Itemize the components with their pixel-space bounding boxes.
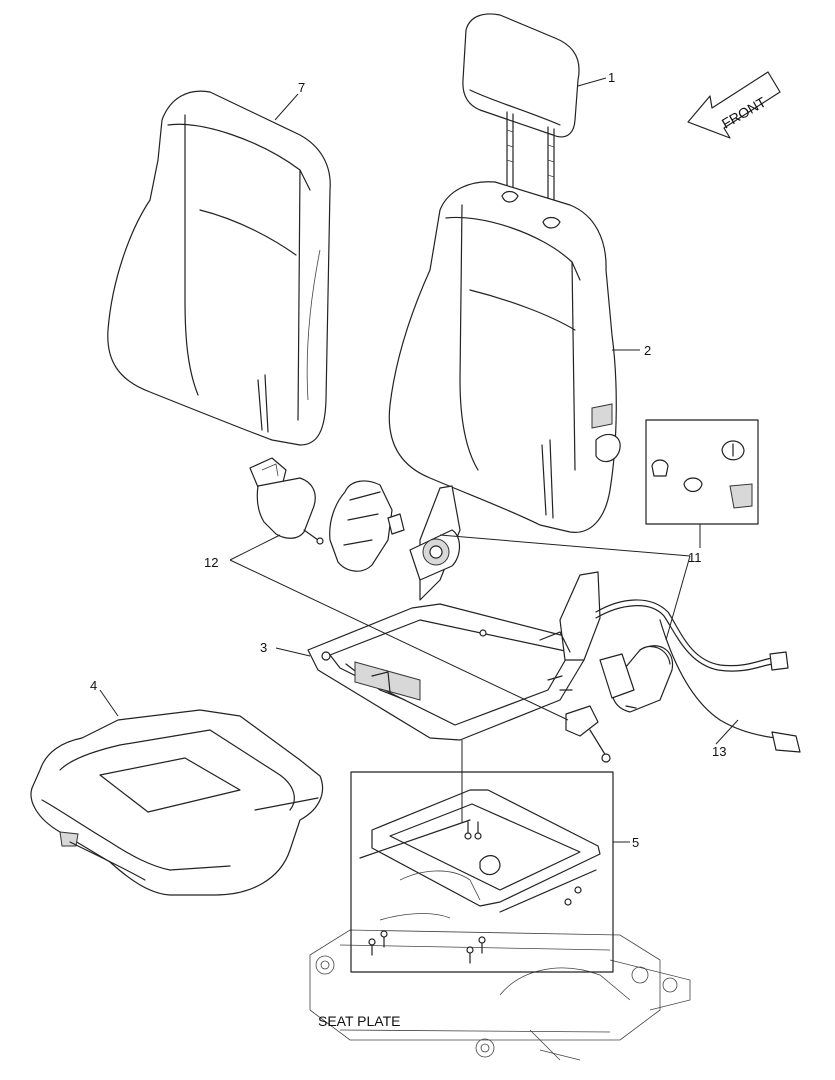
callout-5: 5 <box>632 835 639 850</box>
callout-4: 4 <box>90 678 97 693</box>
front-arrow: FRONT <box>687 71 781 139</box>
wire-harness <box>595 599 801 753</box>
belt-retractor <box>599 645 674 713</box>
seat-belt-buckle <box>249 457 324 545</box>
belt-tongue <box>565 705 611 763</box>
callout-13: 13 <box>712 744 726 759</box>
seat-frame <box>307 485 601 741</box>
callout-11: 11 <box>688 550 702 565</box>
recline-hinge <box>329 480 405 572</box>
leader-lines <box>99 77 739 843</box>
slide-rail-box <box>350 771 614 973</box>
headrest <box>462 13 580 217</box>
seat-back <box>388 181 621 533</box>
seat-plate-caption: SEAT PLATE <box>318 1013 400 1029</box>
callouts: 1 7 2 11 12 3 4 13 5 <box>90 70 726 850</box>
callout-2: 2 <box>644 343 651 358</box>
callout-7: 7 <box>298 80 305 95</box>
seat-cushion <box>30 709 324 896</box>
callout-12: 12 <box>204 555 218 570</box>
callout-1: 1 <box>608 70 615 85</box>
callout-3: 3 <box>260 640 267 655</box>
seat-back-cover <box>107 90 331 446</box>
kit-box <box>645 419 759 525</box>
seat-plate-base <box>309 929 691 1061</box>
